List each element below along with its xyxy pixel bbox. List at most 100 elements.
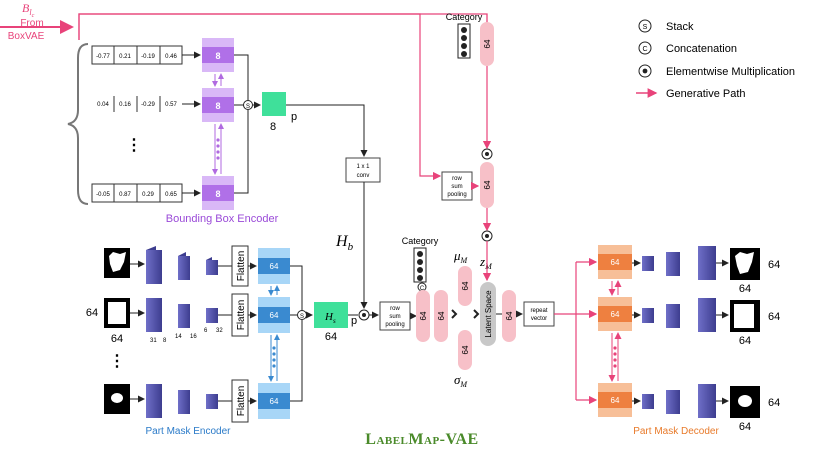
bbox-encoder-block-1: 8 bbox=[202, 38, 234, 72]
svg-text:-0.05: -0.05 bbox=[96, 192, 110, 198]
bbox-encoder-title: Bounding Box Encoder bbox=[166, 213, 279, 225]
bbox-row-2: 0.04 0.16 -0.29 0.57 bbox=[97, 96, 177, 112]
mask-decoder-block-2: 64 bbox=[598, 297, 632, 331]
svg-text:sum: sum bbox=[451, 184, 462, 190]
category-vector-top bbox=[457, 23, 471, 59]
svg-text:64: 64 bbox=[270, 262, 279, 271]
svg-text:8: 8 bbox=[163, 338, 167, 344]
boxvae-input-label: Blc From BoxVAE bbox=[8, 1, 45, 42]
hb-label: Hb bbox=[335, 233, 354, 253]
svg-text:0.04: 0.04 bbox=[97, 102, 109, 108]
svg-text:64: 64 bbox=[270, 397, 279, 406]
flatten-2: Flatten bbox=[231, 293, 249, 337]
repeat-vector: repeat vector bbox=[523, 301, 555, 327]
mask-encoder-block-1: 64 bbox=[258, 248, 290, 284]
mask-output-1 bbox=[730, 248, 760, 280]
mask-input-2 bbox=[104, 298, 130, 328]
part-mask-encoder-title: Part Mask Encoder bbox=[145, 426, 231, 437]
svg-text:conv: conv bbox=[357, 173, 370, 179]
conv-box: 1 x 1 conv bbox=[345, 157, 381, 183]
gen-col-top: 64 bbox=[480, 22, 494, 66]
svg-text:0.65: 0.65 bbox=[165, 192, 177, 198]
svg-text:S: S bbox=[300, 314, 304, 320]
generative-path-rowsum bbox=[78, 13, 442, 181]
mult-node-top bbox=[481, 148, 493, 160]
split-arrow-up bbox=[451, 309, 458, 319]
svg-text:Hs: Hs bbox=[324, 311, 336, 325]
output-sizes: 64 64 64 64 64 64 bbox=[739, 259, 780, 433]
svg-text:64: 64 bbox=[461, 345, 470, 354]
category-vector-mid bbox=[413, 247, 427, 283]
svg-text:64: 64 bbox=[270, 311, 279, 320]
svg-text:8: 8 bbox=[270, 121, 276, 133]
mask-rows-ellipsis: ⋮ bbox=[109, 353, 125, 370]
svg-text:Stack: Stack bbox=[666, 21, 694, 33]
mask-stack-node: S bbox=[297, 310, 307, 320]
svg-text:64: 64 bbox=[461, 281, 470, 290]
bbox-stack-node: S bbox=[243, 100, 253, 110]
svg-text:64: 64 bbox=[768, 311, 780, 323]
svg-text:Generative Path: Generative Path bbox=[666, 88, 746, 100]
svg-text:Elementwise Multiplication: Elementwise Multiplication bbox=[666, 66, 795, 78]
svg-text:64: 64 bbox=[437, 311, 446, 320]
svg-text:6: 6 bbox=[204, 328, 208, 334]
mu-col: 64 bbox=[458, 266, 472, 306]
legend-stack: S Stack bbox=[638, 19, 694, 33]
z-label: zM bbox=[479, 254, 493, 271]
svg-text:64: 64 bbox=[768, 259, 780, 271]
bbox-encoder-block-2: 8 bbox=[202, 88, 234, 122]
sigma-col: 64 bbox=[458, 330, 472, 370]
svg-text:Flatten: Flatten bbox=[236, 251, 247, 282]
svg-text:Flatten: Flatten bbox=[236, 300, 247, 331]
svg-text:8: 8 bbox=[215, 101, 220, 111]
svg-text:C: C bbox=[420, 286, 425, 292]
mask-encoder-block-2: 64 bbox=[258, 297, 290, 333]
latent-space: Latent Space bbox=[480, 282, 496, 346]
svg-text:p: p bbox=[351, 315, 357, 327]
svg-text:64: 64 bbox=[505, 311, 514, 320]
legend: S Stack C Concatenation Elementwise Mult… bbox=[636, 19, 795, 100]
svg-text:sum: sum bbox=[389, 314, 400, 320]
flatten-1: Flatten bbox=[231, 245, 249, 287]
svg-text:1 x 1: 1 x 1 bbox=[356, 164, 370, 170]
bbox-encoder-block-3: 8 bbox=[202, 176, 234, 210]
svg-text:16: 16 bbox=[190, 334, 197, 340]
svg-text:-0.19: -0.19 bbox=[141, 54, 155, 60]
encoder-dims: 31 8 14 16 6 32 bbox=[150, 328, 223, 344]
mask-encoder-block-3: 64 bbox=[258, 383, 290, 419]
decoder-cubes bbox=[642, 246, 716, 418]
svg-text:-0.29: -0.29 bbox=[141, 102, 155, 108]
svg-text:Latent Space: Latent Space bbox=[484, 290, 493, 338]
mask-decoder-dots bbox=[613, 346, 617, 368]
svg-text:pooling: pooling bbox=[385, 322, 404, 328]
svg-text:0.87: 0.87 bbox=[119, 192, 131, 198]
svg-text:Flatten: Flatten bbox=[236, 386, 247, 417]
svg-text:0.29: 0.29 bbox=[142, 192, 154, 198]
svg-text:S: S bbox=[643, 24, 648, 31]
mask-input-3 bbox=[104, 384, 130, 414]
part-mask-decoder-title: Part Mask Decoder bbox=[633, 426, 719, 437]
svg-text:row: row bbox=[390, 306, 400, 312]
flatten-3: Flatten bbox=[231, 379, 249, 423]
svg-text:C: C bbox=[642, 46, 647, 53]
svg-text:repeat: repeat bbox=[530, 308, 547, 314]
svg-text:14: 14 bbox=[175, 334, 182, 340]
bbox-rows-ellipsis: ⋮ bbox=[126, 137, 142, 154]
mask-decoder-links bbox=[608, 280, 622, 382]
mu-label: μM bbox=[453, 248, 469, 265]
bbox-encoder-dots bbox=[216, 138, 220, 160]
main-title: LabelMap-VAE bbox=[365, 431, 478, 448]
bbox-encoder-output: 8 p bbox=[262, 92, 297, 133]
hs-block: Hs 64 p bbox=[314, 302, 357, 343]
svg-text:8: 8 bbox=[215, 51, 220, 61]
svg-text:0.21: 0.21 bbox=[119, 54, 131, 60]
mask-input-height: 64 bbox=[111, 333, 123, 345]
mask-output-2 bbox=[730, 300, 760, 332]
mask-encoder-dots bbox=[272, 346, 276, 368]
legend-concat: C Concatenation bbox=[638, 41, 737, 55]
legend-mult: Elementwise Multiplication bbox=[638, 64, 795, 78]
mask-output-3 bbox=[730, 386, 760, 418]
svg-text:0.57: 0.57 bbox=[165, 102, 177, 108]
svg-text:row: row bbox=[452, 176, 462, 182]
input-brace bbox=[67, 43, 89, 205]
